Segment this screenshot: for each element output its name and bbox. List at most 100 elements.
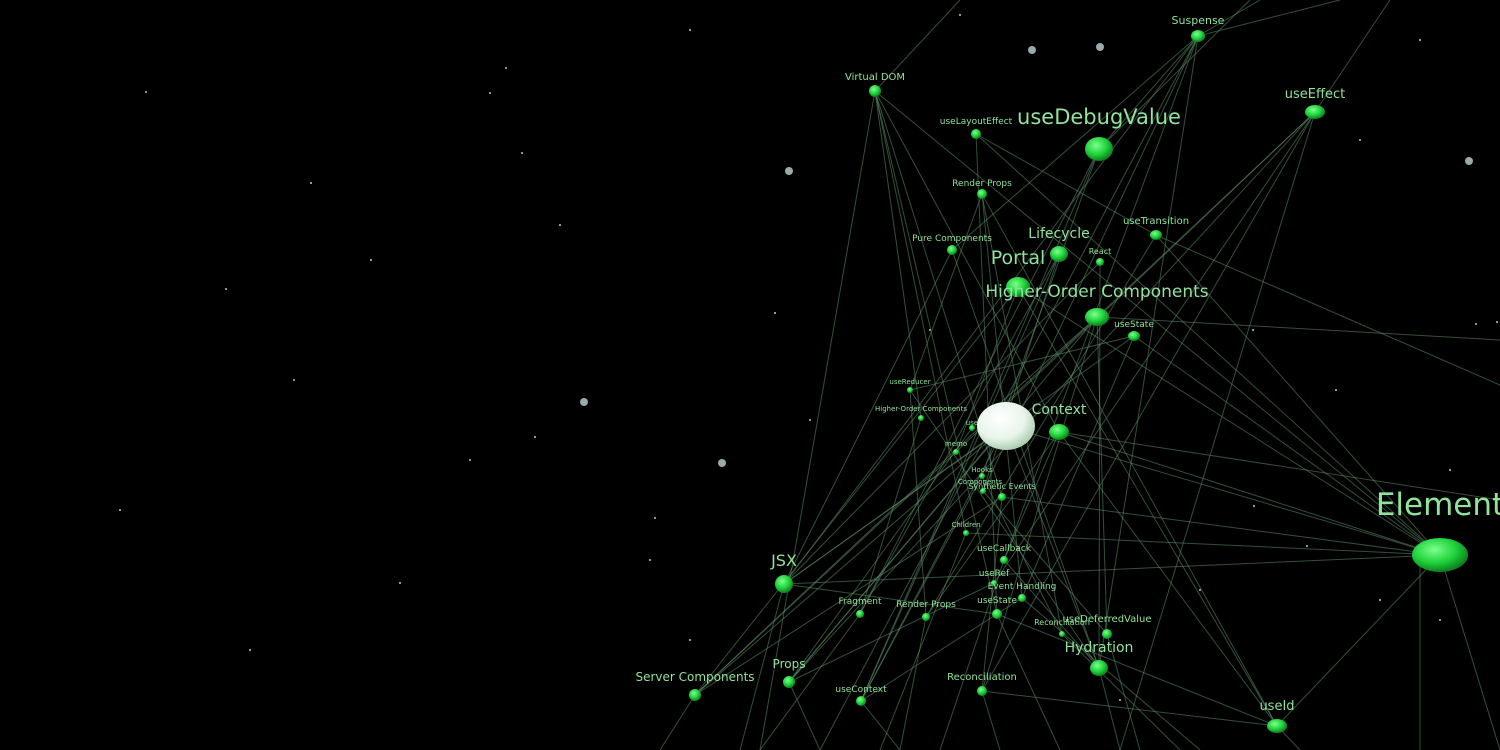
star: [958, 13, 962, 17]
graph-edge: [1017, 286, 1441, 556]
graph-node-use-transition[interactable]: useTransition: [1123, 216, 1189, 240]
graph-node-virtual-dom[interactable]: Virtual DOM: [845, 72, 905, 97]
node-sphere[interactable]: [977, 686, 987, 696]
graph-node-suspense[interactable]: Suspense: [1172, 14, 1225, 42]
node-sphere[interactable]: [979, 473, 985, 479]
node-sphere[interactable]: [969, 425, 975, 431]
node-sphere[interactable]: [1191, 30, 1205, 42]
graph-node-use-effect[interactable]: useEffect: [1285, 87, 1345, 119]
star: [653, 516, 657, 520]
graph-node-context[interactable]: Context: [1032, 402, 1087, 440]
node-sphere[interactable]: [1059, 631, 1065, 637]
node-sphere[interactable]: [977, 402, 1035, 450]
graph-node-synthetic-events[interactable]: Synthetic Events: [968, 482, 1036, 501]
graph-node-use-debug-value[interactable]: useDebugValue: [1017, 105, 1181, 161]
graph-edge: [859, 148, 1100, 615]
graph-node-hooks[interactable]: Hooks: [971, 466, 993, 479]
node-sphere[interactable]: [953, 449, 959, 455]
graph-node-lifecycle[interactable]: Lifecycle: [1028, 226, 1090, 262]
node-sphere[interactable]: [992, 609, 1002, 619]
graph-edge: [694, 286, 1019, 696]
node-sphere[interactable]: [947, 245, 957, 255]
graph-edge: [1058, 431, 1441, 556]
graph-node-props[interactable]: Props: [773, 657, 806, 688]
node-sphere[interactable]: [1150, 230, 1162, 240]
node-sphere[interactable]: [1305, 105, 1325, 119]
graph-node-hoc-large[interactable]: Higher-Order Components: [985, 282, 1209, 326]
graph-node-use-id[interactable]: useId: [1259, 699, 1295, 733]
graph-node-server-components[interactable]: Server Components: [635, 670, 755, 701]
node-sphere[interactable]: [1412, 538, 1468, 572]
graph-node-hydration[interactable]: Hydration: [1065, 640, 1134, 676]
node-sphere[interactable]: [856, 610, 864, 618]
graph-node-children[interactable]: Children: [951, 521, 981, 536]
node-label: useCallback: [977, 544, 1032, 554]
node-sphere[interactable]: [1267, 719, 1287, 733]
graph-node-render-props-bottom[interactable]: Render Props: [896, 600, 956, 621]
node-sphere[interactable]: [971, 129, 981, 139]
graph-node-use-state-top[interactable]: useState: [1114, 320, 1154, 341]
graph-node-react[interactable]: React: [1089, 247, 1112, 266]
star: [785, 167, 793, 175]
node-sphere[interactable]: [998, 493, 1006, 501]
graph-node-use-reducer[interactable]: useReducer: [889, 378, 931, 393]
node-sphere[interactable]: [1096, 258, 1104, 266]
node-label: Render Props: [952, 179, 1012, 189]
graph-node-components[interactable]: Components: [958, 478, 1003, 494]
node-sphere[interactable]: [922, 613, 930, 621]
node-sphere[interactable]: [1049, 424, 1069, 440]
node-sphere[interactable]: [1090, 660, 1108, 676]
node-sphere[interactable]: [856, 696, 866, 706]
graph-edge: [1119, 111, 1316, 750]
graph-edge: [1058, 431, 1500, 501]
node-sphere[interactable]: [1018, 594, 1026, 602]
node-sphere[interactable]: [1000, 556, 1008, 564]
graph-edge: [1197, 0, 1261, 37]
node-sphere[interactable]: [963, 530, 969, 536]
node-sphere[interactable]: [783, 676, 795, 688]
graph-node-pure-components[interactable]: Pure Components: [912, 234, 992, 255]
graph-node-use-callback[interactable]: useCallback: [977, 544, 1032, 564]
graph-edge: [909, 193, 983, 391]
graph-node-memo[interactable]: memo: [945, 440, 967, 455]
node-sphere[interactable]: [689, 689, 701, 701]
node-sphere[interactable]: [980, 488, 986, 494]
graph-node-use-deferred-value[interactable]: useDeferredValue: [1062, 614, 1152, 639]
graph-node-hoc-small[interactable]: Higher-Order Components: [875, 405, 967, 421]
graph-node-use-context[interactable]: useContext: [835, 685, 887, 706]
graph-node-selected-node[interactable]: [977, 402, 1035, 450]
node-sphere[interactable]: [1050, 246, 1068, 262]
node-sphere[interactable]: [918, 415, 924, 421]
graph-edge: [783, 249, 953, 585]
node-sphere[interactable]: [977, 189, 987, 199]
node-sphere[interactable]: [1102, 629, 1112, 639]
graph-node-fragment[interactable]: Fragment: [839, 597, 882, 618]
graph-node-event-handling[interactable]: Event Handling: [988, 582, 1057, 602]
graph-node-use-layout-effect[interactable]: useLayoutEffect: [940, 117, 1013, 139]
node-sphere[interactable]: [907, 387, 913, 393]
graph-edge: [1001, 496, 1441, 556]
graph-edge: [899, 616, 927, 750]
graph-node-portal[interactable]: Portal: [991, 247, 1046, 297]
graph-edge: [1098, 667, 1121, 750]
node-sphere[interactable]: [869, 85, 881, 97]
graph-node-jsx[interactable]: JSX: [770, 551, 797, 593]
graph-node-reconciliation[interactable]: Reconciliation: [947, 672, 1017, 696]
node-sphere[interactable]: [1085, 308, 1109, 326]
graph-node-use-small[interactable]: use: [966, 419, 978, 431]
node-sphere[interactable]: [1085, 137, 1113, 161]
graph-node-reconciliation-small[interactable]: Reconciliation: [1034, 618, 1090, 637]
graph-edge: [1155, 234, 1500, 386]
graph-node-use-state-bottom[interactable]: useState: [977, 596, 1017, 619]
node-label: Portal: [991, 247, 1046, 269]
node-sphere[interactable]: [1006, 277, 1030, 297]
node-label: Context: [1032, 402, 1087, 418]
node-sphere[interactable]: [775, 575, 793, 593]
node-sphere[interactable]: [1128, 331, 1140, 341]
graph-node-use-ref[interactable]: useRef: [979, 569, 1010, 586]
graph-node-element[interactable]: Element: [1376, 487, 1500, 572]
node-label: Event Handling: [988, 582, 1057, 592]
graph-node-render-props-top[interactable]: Render Props: [952, 179, 1012, 199]
node-sphere[interactable]: [991, 580, 997, 586]
